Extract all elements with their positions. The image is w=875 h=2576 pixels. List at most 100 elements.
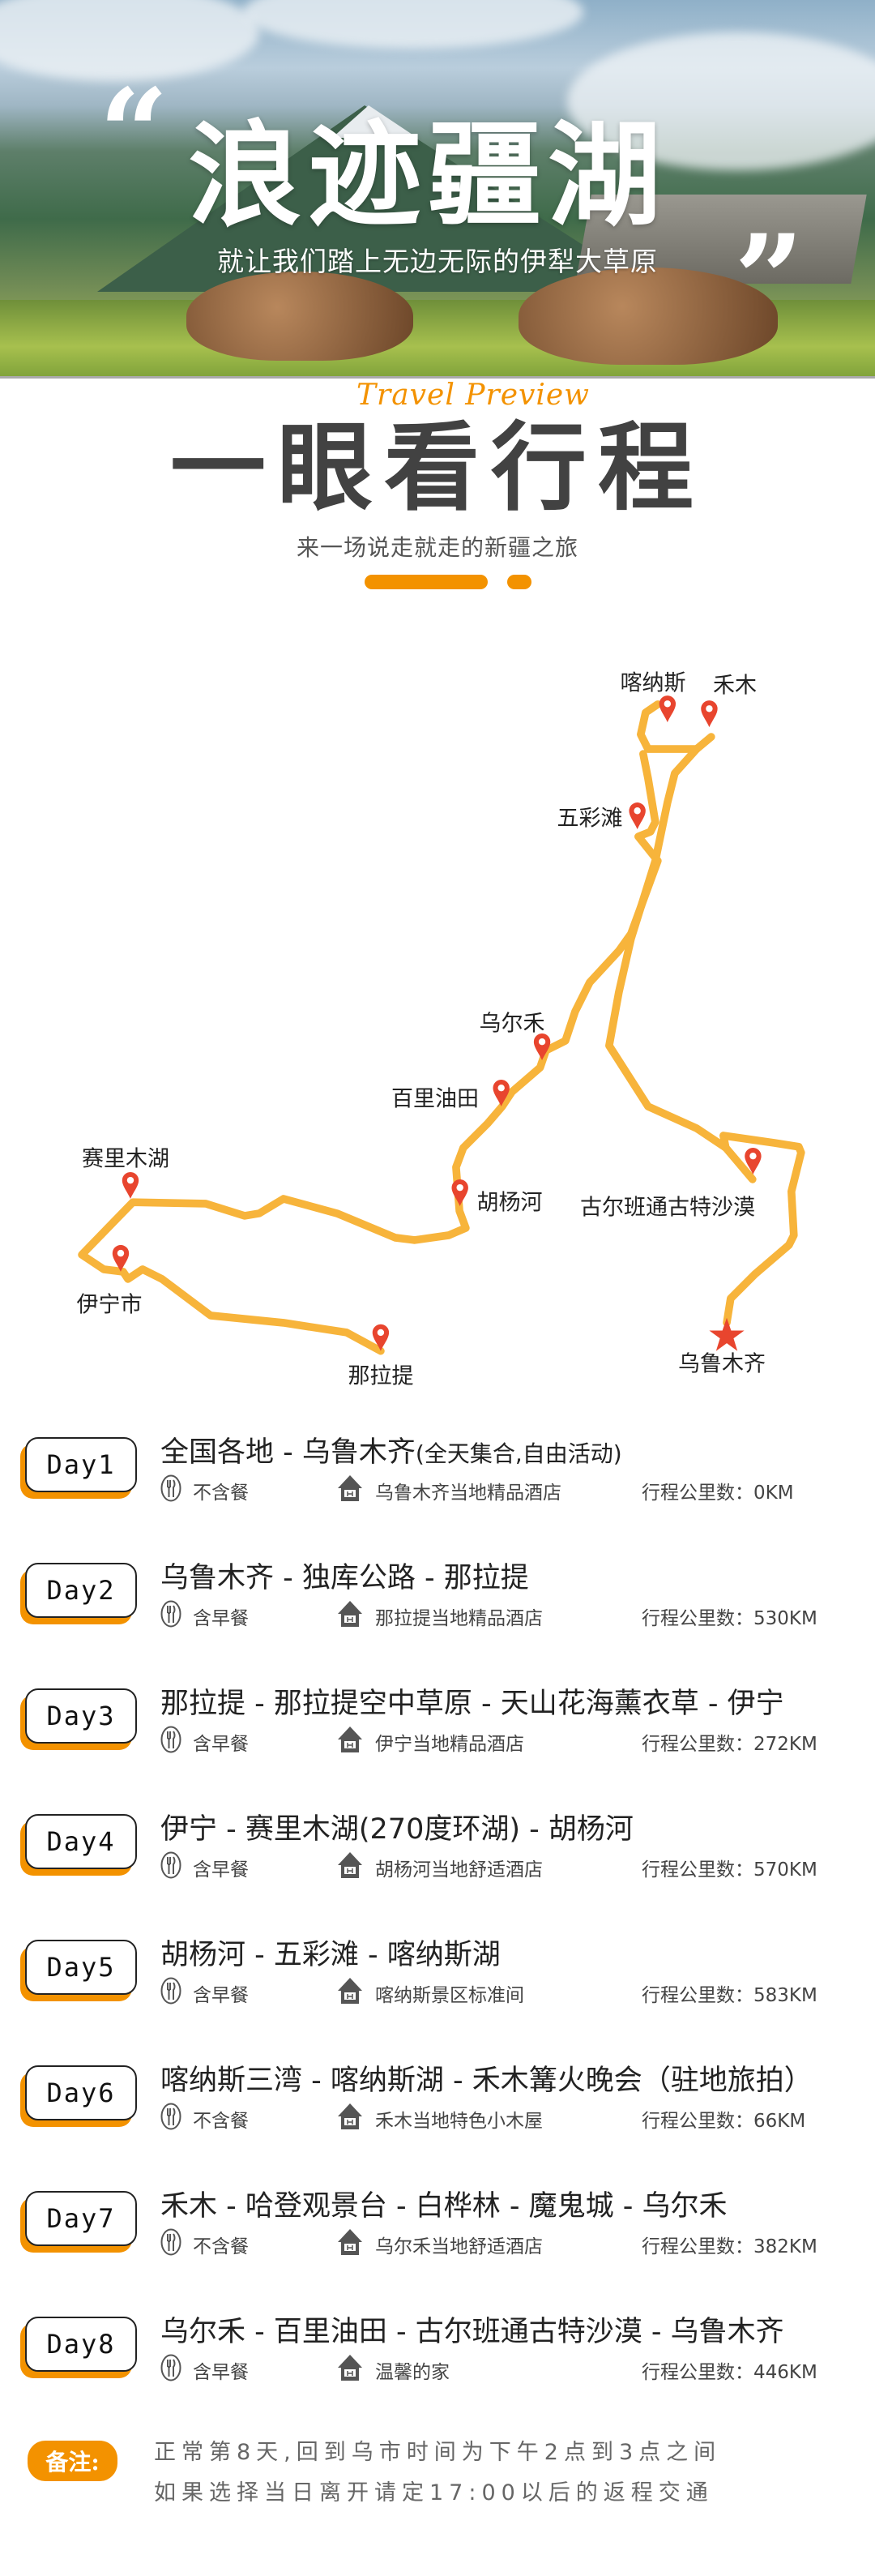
cow — [519, 267, 778, 365]
day-title: 胡杨河 - 五彩滩 - 喀纳斯湖 — [160, 1932, 501, 1973]
day-route: 伊宁 - 赛里木湖(270度环湖) - 胡杨河 — [160, 1813, 634, 1846]
day-distance: 行程公里数：66KM — [642, 2111, 806, 2132]
map-pin-dot — [377, 1329, 385, 1337]
urumqi-star-icon — [709, 1317, 745, 1351]
itinerary-day: Day8 乌尔禾 - 百里油田 - 古尔班通古特沙漠 - 乌鲁木齐 含早餐 温馨… — [0, 2294, 875, 2420]
map-pin-dot — [538, 1038, 546, 1046]
hotel-text: 那拉提当地精品酒店 — [375, 1608, 543, 1629]
itinerary-day: Day7 禾木 - 哈登观景台 - 白桦林 - 魔鬼城 - 乌尔禾 不含餐 乌尔… — [0, 2168, 875, 2294]
fork-knife-icon — [160, 1977, 181, 2009]
house-icon — [336, 1851, 364, 1885]
day-meal: 不含餐 — [160, 1474, 249, 1507]
day-meal: 含早餐 — [160, 1977, 249, 2009]
map-pin-dot — [664, 700, 672, 708]
meal-text: 不含餐 — [193, 2236, 249, 2257]
day-route: 乌尔禾 - 百里油田 - 古尔班通古特沙漠 - 乌鲁木齐 — [160, 2316, 784, 2348]
day-hotel: 温馨的家 — [336, 2355, 450, 2385]
day-badge: Day5 — [25, 1940, 137, 1995]
map-pin-icon — [533, 1033, 551, 1060]
day-badge: Day6 — [25, 2065, 137, 2120]
hotel-text: 喀纳斯景区标准间 — [375, 1985, 524, 2006]
accent-bar — [365, 575, 488, 589]
fork-knife-icon — [160, 1726, 181, 1758]
itinerary-day: Day6 喀纳斯三湾 - 喀纳斯湖 - 禾木篝火晚会（驻地旅拍） 不含餐 禾木当… — [0, 2043, 875, 2168]
house-icon — [336, 1599, 364, 1633]
day-badge: Day2 — [25, 1563, 137, 1618]
map-label-nalati: 那拉提 — [348, 1363, 414, 1389]
meal-text: 含早餐 — [193, 1985, 249, 2006]
map-label-wucaitan: 五彩滩 — [557, 806, 623, 832]
day-title: 全国各地 - 乌鲁木齐(全天集合,自由活动) — [160, 1429, 622, 1470]
day-badge: Day3 — [25, 1688, 137, 1744]
itinerary-day: Day2 乌鲁木齐 - 独库公路 - 那拉提 含早餐 那拉提当地精品酒店 行程公… — [0, 1540, 875, 1666]
day-hotel: 乌尔禾当地舒适酒店 — [336, 2229, 543, 2259]
map-pin-icon — [659, 695, 677, 723]
day-hotel: 那拉提当地精品酒店 — [336, 1599, 543, 1633]
mountain-snow — [332, 105, 417, 138]
day-distance: 行程公里数：446KM — [642, 2362, 817, 2383]
cloud — [243, 0, 583, 49]
map-pin-icon — [701, 700, 718, 728]
day-title: 禾木 - 哈登观景台 - 白桦林 - 魔鬼城 - 乌尔禾 — [160, 2183, 728, 2224]
day-badge: Day4 — [25, 1814, 137, 1869]
day-meal: 含早餐 — [160, 1726, 249, 1758]
map-pin-dot — [749, 1152, 757, 1160]
fork-knife-icon — [160, 1600, 181, 1632]
day-title: 乌尔禾 - 百里油田 - 古尔班通古特沙漠 - 乌鲁木齐 — [160, 2309, 784, 2350]
day-distance: 行程公里数：0KM — [642, 1483, 794, 1504]
day-hotel: 喀纳斯景区标准间 — [336, 1978, 524, 2008]
close-quote-icon: ” — [734, 208, 805, 351]
fork-knife-icon — [160, 2354, 181, 2386]
day-title: 那拉提 - 那拉提空中草原 - 天山花海薰衣草 - 伊宁 — [160, 1680, 784, 1722]
map-pin-icon — [372, 1324, 390, 1351]
note-line: 如果选择当日离开请定17:00以后的返程交通 — [154, 2480, 714, 2505]
day-hotel: 胡杨河当地舒适酒店 — [336, 1851, 543, 1885]
route-line — [78, 750, 662, 1355]
meal-text: 含早餐 — [193, 1608, 249, 1629]
day-route: 胡杨河 - 五彩滩 - 喀纳斯湖 — [160, 1939, 501, 1971]
day-badge: Day8 — [25, 2317, 137, 2372]
itinerary-day: Day3 那拉提 - 那拉提空中草原 - 天山花海薰衣草 - 伊宁 含早餐 伊宁… — [0, 1666, 875, 1791]
hotel-text: 乌尔禾当地舒适酒店 — [375, 2236, 543, 2257]
map-pin-dot — [706, 705, 713, 712]
map-label-huyanghe: 胡杨河 — [476, 1190, 543, 1216]
day-distance: 行程公里数：530KM — [642, 1608, 817, 1629]
day-route: 乌鲁木齐 - 独库公路 - 那拉提 — [160, 1562, 529, 1594]
hero-title: 浪迹疆湖 — [188, 110, 668, 242]
map-pin-icon — [451, 1179, 468, 1206]
note-badge: 备注: — [28, 2441, 117, 2481]
day-hotel: 乌鲁木齐当地精品酒店 — [336, 1475, 561, 1505]
day-title: 喀纳斯三湾 - 喀纳斯湖 - 禾木篝火晚会（驻地旅拍） — [160, 2057, 813, 2099]
map-pin-icon — [745, 1147, 762, 1175]
day-meal: 不含餐 — [160, 2103, 249, 2133]
cow — [186, 272, 413, 361]
section-subheading: 来一场说走就走的新疆之旅 — [296, 534, 578, 561]
hotel-text: 禾木当地特色小木屋 — [375, 2111, 543, 2132]
house-icon — [336, 1725, 364, 1759]
divider — [0, 376, 875, 379]
day-meal: 含早餐 — [160, 1851, 249, 1882]
fork-knife-icon — [160, 1474, 181, 1507]
map-pin-icon — [493, 1079, 510, 1106]
map-label-baili: 百里油田 — [391, 1086, 479, 1112]
hero-subtitle: 就让我们踏上无边无际的伊犁大草原 — [217, 246, 658, 277]
day-distance: 行程公里数：382KM — [642, 2236, 817, 2257]
day-badge: Day1 — [25, 1437, 137, 1492]
map-pin-icon — [122, 1171, 139, 1199]
map-pin-dot — [497, 1084, 505, 1092]
open-quote-icon: “ — [99, 62, 169, 205]
map-pin-dot — [117, 1249, 125, 1257]
map-label-sayram: 赛里木湖 — [82, 1146, 169, 1172]
map-pin-icon — [629, 802, 646, 830]
section-heading: 一眼看行程 — [169, 412, 705, 524]
meal-text: 含早餐 — [193, 2362, 249, 2383]
accent-dot — [507, 575, 531, 589]
itinerary-day: Day1 全国各地 - 乌鲁木齐(全天集合,自由活动) 不含餐 乌鲁木齐当地精品… — [0, 1414, 875, 1540]
itinerary-day: Day5 胡杨河 - 五彩滩 - 喀纳斯湖 含早餐 喀纳斯景区标准间 行程公里数… — [0, 1917, 875, 2043]
map-label-yining: 伊宁市 — [76, 1292, 143, 1318]
itinerary-day: Day4 伊宁 - 赛里木湖(270度环湖) - 胡杨河 含早餐 胡杨河当地舒适… — [0, 1791, 875, 1917]
day-hotel: 禾木当地特色小木屋 — [336, 2103, 543, 2133]
map-label-desert: 古尔班通古特沙漠 — [580, 1195, 755, 1221]
map-pin-dot — [634, 807, 641, 815]
day-route: 喀纳斯三湾 - 喀纳斯湖 - 禾木篝火晚会（驻地旅拍） — [160, 2065, 813, 2097]
